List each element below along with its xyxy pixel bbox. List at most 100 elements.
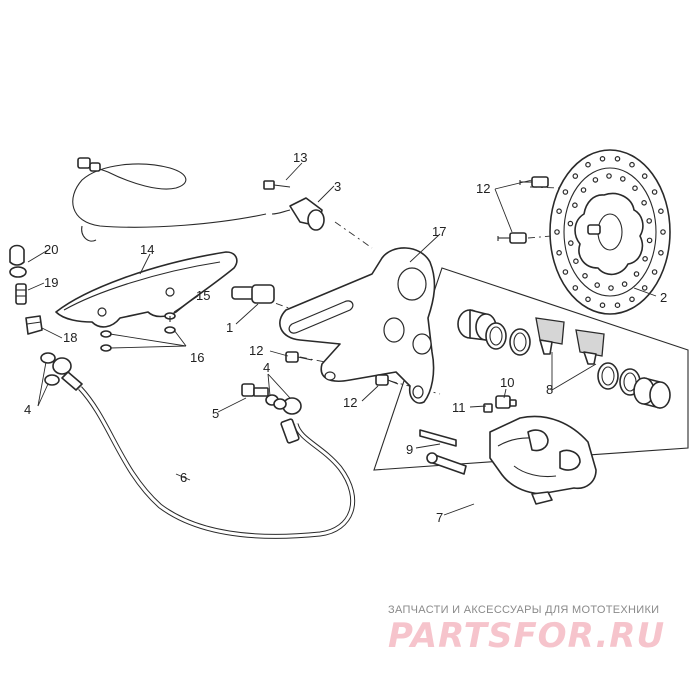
disc-hole [554, 229, 560, 235]
disc-hole [646, 237, 653, 244]
bleeder-cap [483, 403, 493, 413]
brake-disc [549, 149, 671, 315]
centerline [334, 221, 373, 249]
callout-9: 9 [406, 442, 413, 457]
disc-hole [567, 240, 574, 246]
seal [509, 328, 531, 356]
callout-3: 3 [334, 179, 341, 194]
disc-hole [556, 208, 562, 215]
sensor-bolt [263, 180, 291, 190]
washer [40, 352, 56, 364]
seal [597, 362, 619, 390]
caliper-bracket [279, 247, 436, 404]
brake-pad [575, 329, 605, 365]
disc-hole [641, 200, 647, 206]
callout-2: 2 [660, 290, 667, 305]
disc-hole [606, 173, 612, 179]
disc-hole [592, 177, 599, 183]
seal [485, 322, 507, 350]
disc-bolt [497, 232, 527, 244]
disc-hole [556, 250, 562, 256]
disc-hole [585, 161, 591, 168]
callout-19: 19 [44, 275, 58, 290]
brake-pad [535, 317, 565, 355]
banjo-bolt [241, 383, 269, 397]
speed-sensor [271, 197, 325, 231]
screw [100, 330, 112, 352]
bleeder-19 [15, 283, 27, 305]
disc-hole [608, 285, 614, 291]
callout-10: 10 [500, 375, 514, 390]
disc-hole [614, 302, 621, 309]
disc-hole [629, 161, 635, 168]
pin [231, 284, 275, 304]
callout-12-bracket-lower: 12 [343, 395, 357, 410]
callout-4-left: 4 [24, 402, 31, 417]
disc-hole [562, 189, 569, 195]
disc-hole [633, 271, 640, 277]
callout-20: 20 [44, 242, 58, 257]
disc-hole [585, 296, 591, 303]
disc-hole [562, 269, 569, 275]
disc-hole [573, 258, 579, 265]
screw [164, 326, 176, 334]
disc-hole [572, 173, 579, 179]
disc-hole [580, 187, 587, 193]
disc-hole [582, 272, 588, 279]
piston-right [633, 377, 671, 409]
sensor-cable [72, 157, 267, 242]
disc-hole [567, 220, 574, 227]
bleeder-valve [495, 395, 517, 409]
washer [44, 374, 60, 386]
disc-hole [629, 296, 635, 303]
disc-hole [651, 269, 658, 275]
fitting-18 [25, 315, 43, 335]
disc-hole [599, 156, 606, 162]
callout-8: 8 [546, 382, 553, 397]
callout-5: 5 [212, 406, 219, 421]
disc-hole [632, 185, 638, 192]
disc-hole [658, 208, 664, 215]
watermark-logo: PARTSFOR.RU [388, 616, 666, 656]
disc-hole [619, 176, 626, 182]
piston-left [457, 309, 497, 341]
callout-14: 14 [140, 242, 154, 257]
callout-15: 15 [196, 288, 210, 303]
disc-hole [658, 250, 664, 256]
washer [273, 398, 287, 410]
callout-12-bracket-upper: 12 [249, 343, 263, 358]
disc-hole [599, 302, 606, 309]
callout-17: 17 [432, 224, 446, 239]
disc-bolt [587, 224, 601, 235]
disc-hole [572, 202, 578, 209]
callout-11: 11 [452, 400, 466, 415]
screw [164, 312, 176, 322]
disc-hole [621, 281, 628, 287]
disc-hole [642, 255, 648, 262]
disc-hole [641, 285, 648, 291]
callout-7: 7 [436, 510, 443, 525]
bracket-bolt [375, 374, 399, 386]
callout-6: 6 [180, 470, 187, 485]
pad-pin [419, 429, 457, 447]
watermark-tagline: ЗАПЧАСТИ И АКСЕССУАРЫ ДЛЯ МОТОТЕХНИКИ [388, 604, 660, 616]
callout-12-disc: 12 [476, 181, 490, 196]
disc-hole [660, 229, 666, 235]
callout-13: 13 [293, 150, 307, 165]
bracket-bolt [285, 351, 313, 363]
caliper-screw [426, 452, 467, 475]
caliper-assembly-box [373, 267, 689, 471]
disc-hole [641, 173, 648, 179]
callout-1: 1 [226, 320, 233, 335]
disc-hole [594, 282, 601, 288]
disc-hole [646, 218, 653, 224]
disc-hole [614, 156, 621, 162]
callout-18: 18 [63, 330, 77, 345]
callout-4-middle: 4 [263, 360, 270, 375]
caliper-body [489, 415, 597, 505]
banjo-fitting [52, 357, 83, 391]
callout-16: 16 [190, 350, 204, 365]
disc-hole [572, 285, 579, 291]
